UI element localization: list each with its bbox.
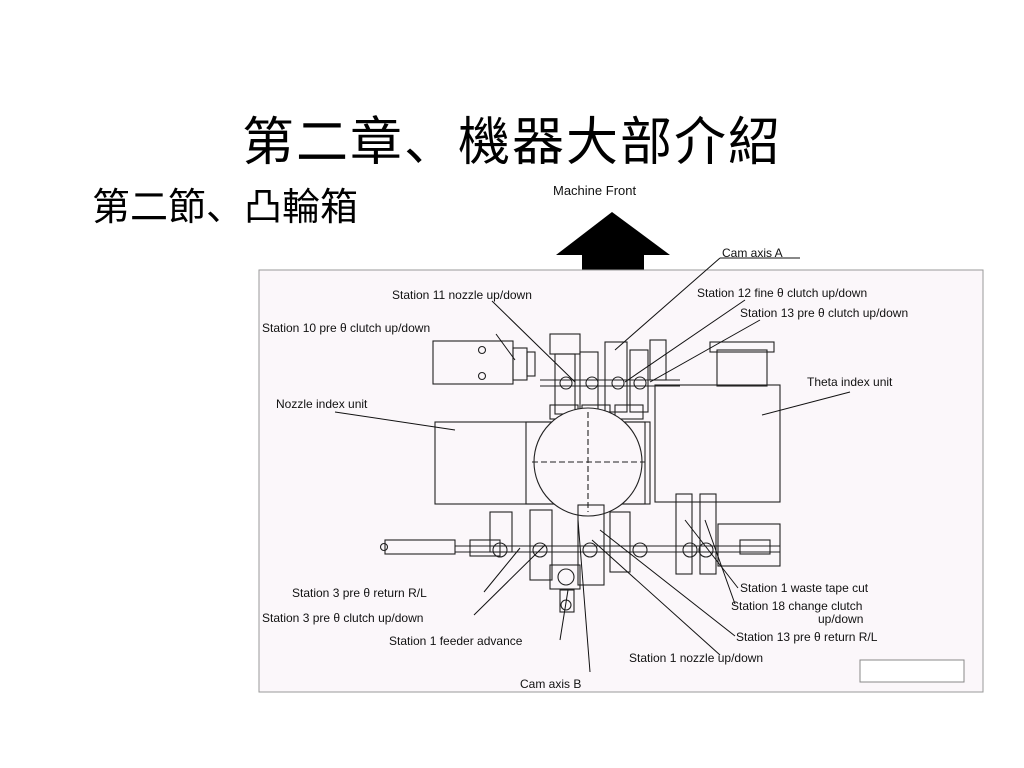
label-station13-pre-clutch: Station 13 pre θ clutch up/down (740, 306, 908, 320)
machine-front-label: Machine Front (553, 183, 637, 198)
label-station18-line2: up/down (818, 612, 863, 626)
label-station3-return: Station 3 pre θ return R/L (292, 586, 427, 600)
corner-box (859, 659, 965, 683)
label-station1-nozzle: Station 1 nozzle up/down (629, 651, 763, 665)
label-station10-pre: Station 10 pre θ clutch up/down (262, 321, 430, 335)
front-arrow-icon (556, 212, 670, 278)
label-station12-fine: Station 12 fine θ clutch up/down (697, 286, 867, 300)
slide-subtitle: 第二節、凸輪箱 (92, 185, 359, 229)
leader-lines (334, 257, 851, 673)
label-station3-clutch: Station 3 pre θ clutch up/down (262, 611, 423, 625)
label-station1-waste: Station 1 waste tape cut (740, 581, 869, 595)
label-station18-line1: Station 18 change clutch (731, 599, 862, 613)
label-station13-return: Station 13 pre θ return R/L (736, 630, 878, 644)
mechanism-drawing (379, 333, 781, 613)
label-station1-feeder: Station 1 feeder advance (389, 634, 523, 648)
label-nozzle-index: Nozzle index unit (276, 397, 368, 411)
label-cam-axis-b: Cam axis B (520, 677, 581, 691)
slide-title: 第二章、機器大部介紹 (241, 113, 782, 173)
label-theta-index: Theta index unit (807, 375, 893, 389)
label-cam-axis-a: Cam axis A (722, 246, 783, 260)
label-station11-nozzle: Station 11 nozzle up/down (392, 288, 532, 302)
